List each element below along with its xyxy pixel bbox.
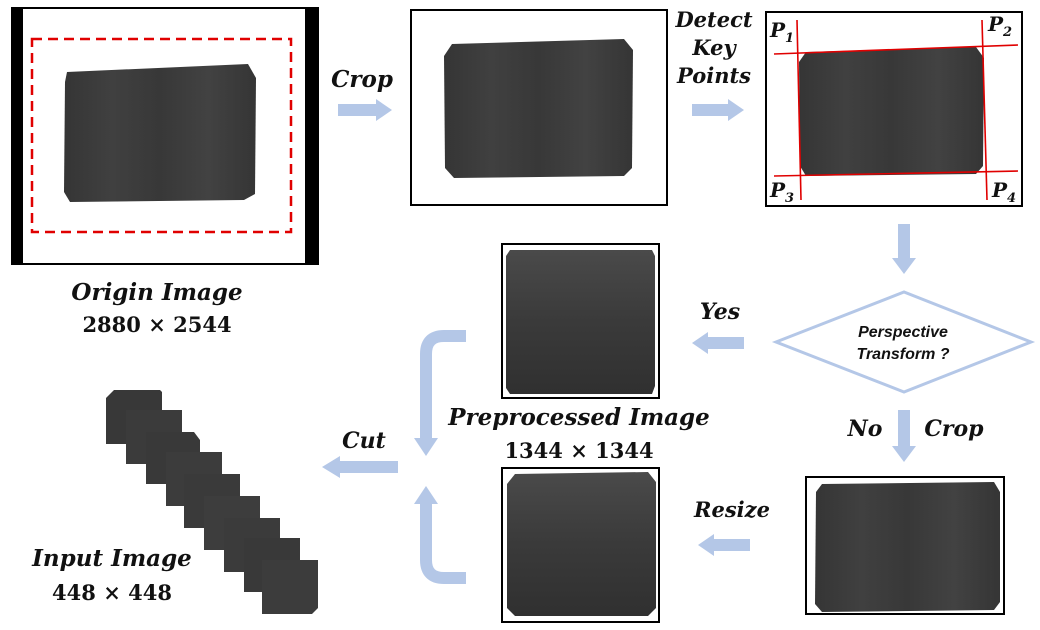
arrow-cut: [322, 456, 398, 478]
keypoints-image: [765, 11, 1023, 207]
preprocessed-image-resized: [501, 467, 660, 623]
crop-label-no: Crop: [924, 416, 984, 442]
cropped-no-transform-image: [805, 476, 1005, 615]
preprocessed-image-perspective: [501, 243, 660, 399]
cropped-image: [410, 9, 668, 206]
detect-label-line2: Key: [691, 35, 737, 60]
merge-arrow-top: [420, 330, 466, 440]
origin-image-size: 2880 × 2544: [82, 312, 231, 337]
keypoint-p2: P2: [987, 12, 1012, 40]
keypoint-p4: P4: [991, 178, 1016, 206]
arrow-down-to-decision: [892, 224, 916, 274]
arrow-yes: [692, 332, 744, 354]
arrow-resize: [698, 534, 750, 556]
keypoint-line-top: [773, 44, 1019, 55]
origin-image-title: Origin Image: [71, 279, 242, 306]
arrow-detect: [692, 99, 744, 121]
detect-label-line3: Points: [676, 63, 751, 88]
yes-label: Yes: [700, 299, 740, 325]
resize-label: Resize: [693, 497, 770, 522]
merge-arrow-bottom-head: [414, 486, 438, 504]
preprocessed-title: Preprocessed Image: [447, 404, 710, 431]
input-image-size: 448 × 448: [52, 580, 172, 605]
crop-label-top: Crop: [331, 66, 393, 93]
merge-arrow-bottom: [420, 502, 466, 584]
detect-label-line1: Detect: [674, 7, 752, 32]
merge-arrow-top-head: [414, 438, 438, 456]
keypoint-p1: P1: [769, 18, 794, 46]
crop-region-border: [30, 37, 293, 234]
input-image-tiles: [106, 390, 318, 614]
keypoint-p3: P3: [769, 178, 794, 206]
cut-label: Cut: [342, 428, 386, 454]
keypoint-line-bottom: [773, 170, 1019, 177]
arrow-crop: [338, 99, 392, 121]
preprocessed-size: 1344 × 1344: [504, 438, 653, 463]
decision-diamond: [771, 290, 1036, 394]
decision-line2: Transform ?: [856, 346, 949, 363]
decision-line1: Perspective: [858, 324, 948, 341]
keypoint-line-left: [796, 19, 802, 201]
no-label: No: [847, 416, 883, 442]
tile: [262, 560, 318, 614]
input-image-title: Input Image: [31, 545, 192, 572]
keypoint-line-right: [981, 19, 988, 201]
origin-image: [11, 7, 319, 265]
arrow-down-no: [892, 410, 916, 462]
